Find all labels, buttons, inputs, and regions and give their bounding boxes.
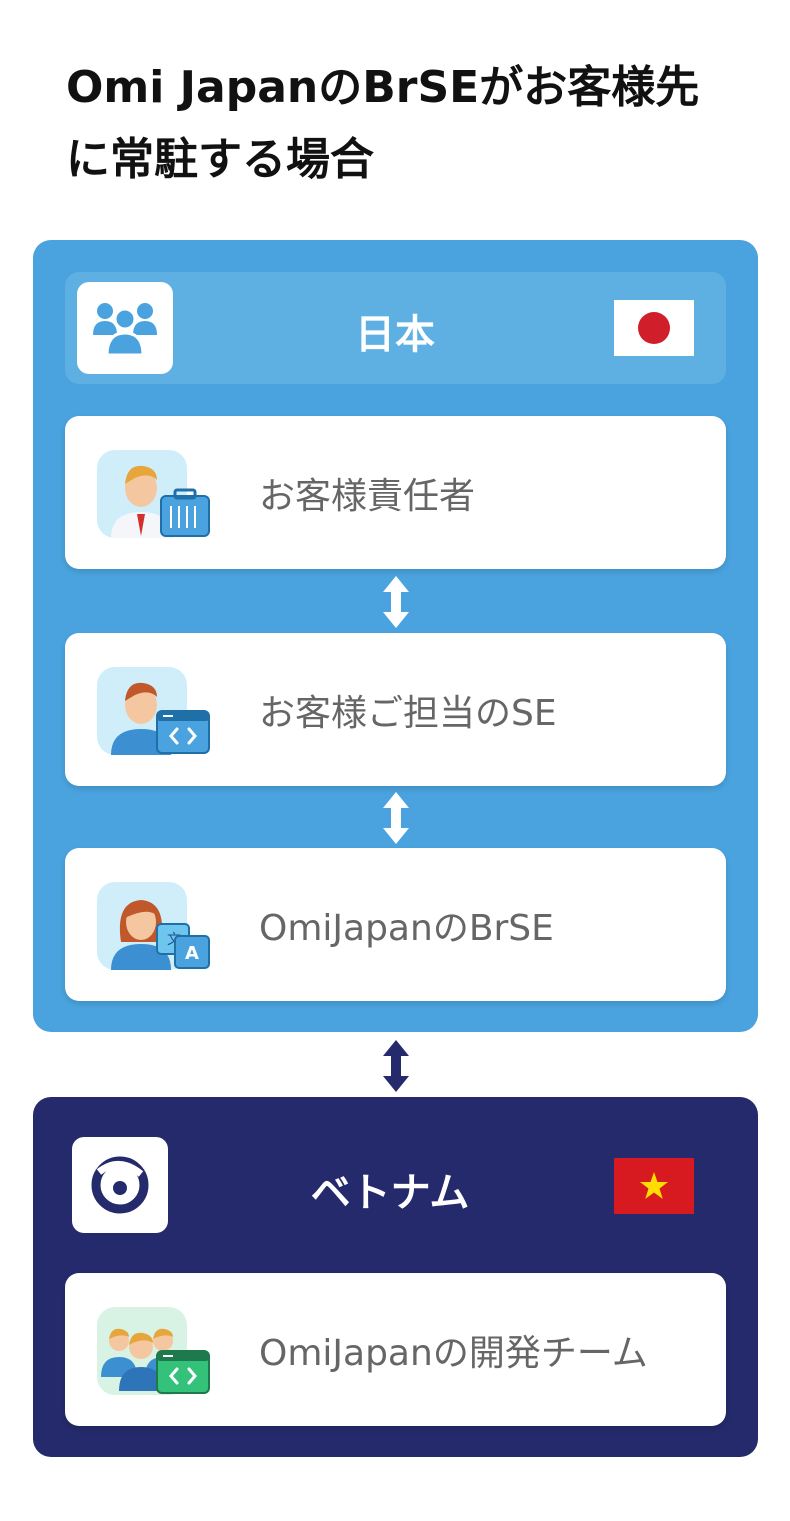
vietnam-header-title: ベトナム <box>310 1170 470 1216</box>
japan-card-omijapan-brse: 文 A OmiJapanのBrSE <box>65 848 726 1001</box>
page-title: Omi JapanのBrSEがお客様先 に常駐する場合 <box>66 52 746 196</box>
svg-text:A: A <box>185 943 199 964</box>
page-title-line-2: に常駐する場合 <box>66 134 374 185</box>
page-title-line-1: Omi JapanのBrSEがお客様先 <box>66 62 700 113</box>
card-label-omijapan-brse: OmiJapanのBrSE <box>259 907 554 949</box>
engineer-with-code-icon <box>97 667 211 757</box>
double-arrow-icon <box>381 576 411 628</box>
dev-team-with-code-icon <box>97 1307 211 1397</box>
card-label-dev-team: OmiJapanの開発チーム <box>259 1332 648 1374</box>
manager-with-briefcase-icon <box>97 450 211 540</box>
card-label-customer-manager: お客様責任者 <box>259 475 476 517</box>
japan-flag <box>614 300 694 356</box>
group-icon <box>77 282 173 374</box>
japan-card-customer-se: お客様ご担当のSE <box>65 633 726 786</box>
card-label-customer-se: お客様ご担当のSE <box>259 692 557 734</box>
double-arrow-icon <box>381 1040 411 1092</box>
vietnam-card-dev-team: OmiJapanの開発チーム <box>65 1273 726 1426</box>
translator-icon: 文 A <box>97 882 211 972</box>
omi-logo-icon <box>72 1137 168 1233</box>
japan-header: 日本 <box>65 272 726 384</box>
double-arrow-icon <box>381 792 411 844</box>
vietnam-header: ベトナム <box>65 1130 726 1242</box>
japan-card-customer-manager: お客様責任者 <box>65 416 726 569</box>
vietnam-flag <box>614 1158 694 1214</box>
japan-header-title: 日本 <box>355 312 435 358</box>
